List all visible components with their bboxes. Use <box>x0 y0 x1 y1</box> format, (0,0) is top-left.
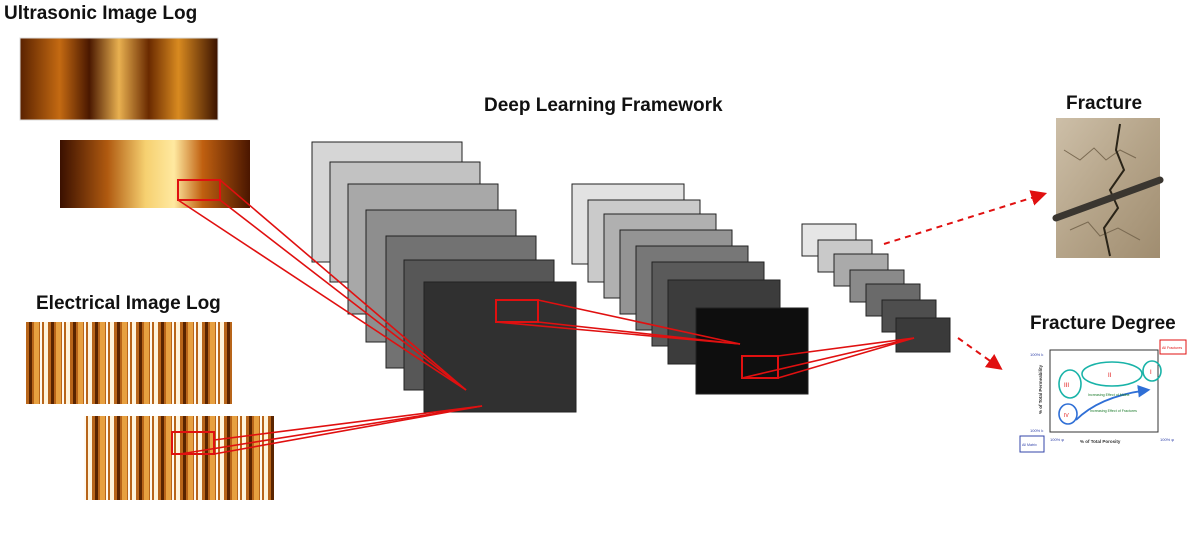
ultrasonic-log-images <box>19 37 250 208</box>
fracture-cable <box>1052 176 1164 222</box>
x-right-label: 100% φ <box>1160 437 1174 442</box>
feature-stack-2 <box>571 183 809 395</box>
zone-III-label: III <box>1064 383 1069 389</box>
fracture-photo <box>1052 118 1164 258</box>
zone-I-ellipse <box>1142 360 1162 382</box>
all-fractures-label: All Fractures <box>1162 346 1182 350</box>
y-bottom-label: 100% k <box>1030 428 1043 433</box>
arrow-to-fracture-degree <box>957 337 1003 370</box>
feature-stack-3 <box>801 223 951 353</box>
zone-I-label: I <box>1150 370 1152 376</box>
fracture-degree-title: Fracture Degree <box>1030 313 1176 334</box>
ultrasonic-title: Ultrasonic Image Log <box>4 3 198 24</box>
y-top-label: 100% k <box>1030 352 1043 357</box>
stack2-highlight-box <box>741 355 779 379</box>
x-left-label: 100% φ <box>1050 437 1064 442</box>
framework-title: Deep Learning Framework <box>484 95 723 116</box>
zone-III-ellipse <box>1058 369 1082 399</box>
stack1-highlight-box <box>495 299 539 323</box>
all-fractures-box <box>1159 339 1187 355</box>
electrical-log-bottom <box>84 416 274 500</box>
electrical-log-images <box>26 322 274 500</box>
ultrasonic-log-top <box>20 38 218 120</box>
projection-lines <box>177 179 915 455</box>
arrow-label-fractures: Increasing Effect of Fractures <box>1090 409 1137 413</box>
zone-II-ellipse <box>1081 361 1143 387</box>
electrical-title: Electrical Image Log <box>36 293 221 314</box>
zone-IV-ellipse <box>1058 403 1078 425</box>
electrical-highlight-box <box>171 431 215 455</box>
ultrasonic-log-bottom <box>60 140 250 208</box>
fracture-degree-plot: I II III IV Increasing Effect of Matrix … <box>1019 339 1187 453</box>
feature-stack-1 <box>311 141 577 413</box>
fracture-crack <box>1102 123 1126 257</box>
all-matrix-box <box>1019 435 1045 453</box>
x-axis-label: % of Total Porosity <box>1080 439 1121 444</box>
zone-II-label: II <box>1108 373 1112 379</box>
all-matrix-label: All Matrix <box>1022 443 1037 447</box>
ultrasonic-highlight-box <box>177 179 221 201</box>
zone-IV-label: IV <box>1064 413 1069 419</box>
trend-arrow <box>1075 385 1151 421</box>
arrow-label-matrix: Increasing Effect of Matrix <box>1088 393 1130 397</box>
arrow-to-fracture <box>883 190 1048 245</box>
fracture-title: Fracture <box>1066 93 1143 114</box>
y-axis-label: % of Total Permeability <box>1038 364 1043 414</box>
electrical-log-top <box>26 322 232 404</box>
